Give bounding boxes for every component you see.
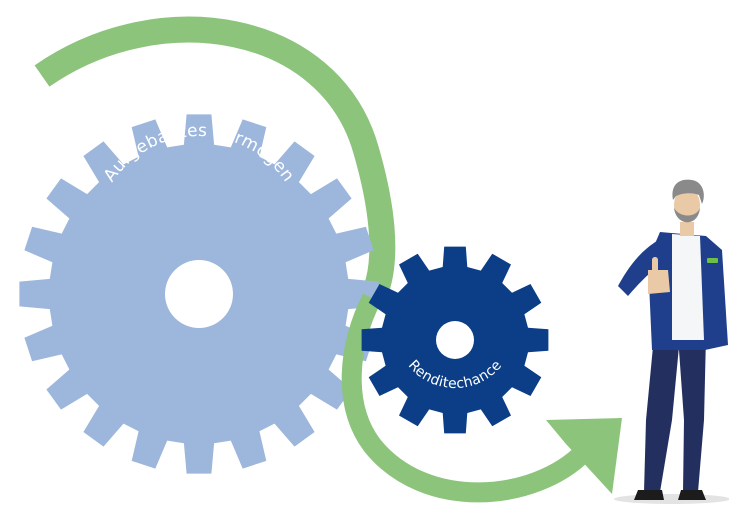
person-right-shoe bbox=[678, 490, 706, 500]
large-gear-icon bbox=[19, 114, 379, 474]
arrow-head-icon bbox=[546, 418, 622, 494]
person-arm bbox=[618, 238, 664, 296]
person-neck bbox=[680, 222, 694, 236]
small-gear-icon bbox=[361, 246, 549, 434]
person-shadow bbox=[614, 494, 729, 504]
arrow-bottom-segment bbox=[341, 293, 592, 503]
person-right-leg bbox=[678, 336, 706, 492]
small-gear: Renditechance bbox=[361, 246, 549, 434]
person-left-leg bbox=[644, 336, 680, 492]
person-beard bbox=[674, 208, 700, 223]
thumbs-up-icon bbox=[648, 257, 670, 294]
person-left-shoe bbox=[634, 490, 664, 500]
large-gear: Aufgebautes Vermögen bbox=[19, 114, 379, 474]
person-head bbox=[674, 188, 700, 222]
person-badge bbox=[707, 258, 718, 263]
person-figure bbox=[614, 179, 729, 504]
person-shirt bbox=[672, 234, 704, 340]
arrow-top-segment bbox=[34, 16, 396, 295]
person-hair bbox=[672, 179, 704, 204]
